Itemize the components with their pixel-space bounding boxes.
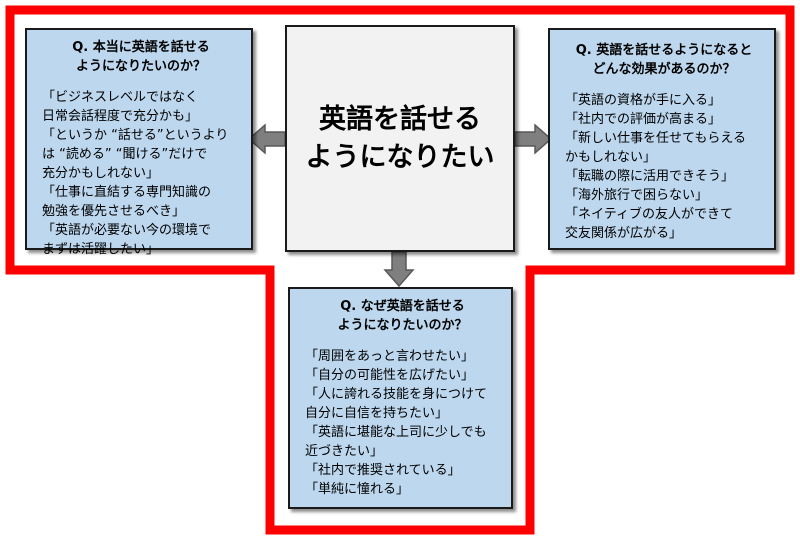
answer-line: 「新しい仕事を任せてもらえる xyxy=(565,131,746,146)
arrow-down-icon xyxy=(383,251,415,287)
answer-item: 「社内で推奨されている」 xyxy=(300,461,505,480)
answer-line: 「ビジネスレベルではなく xyxy=(42,90,199,105)
question-title-line: Q. 本当に英語を話せる xyxy=(72,40,210,55)
answer-line: 「単純に憧れる」 xyxy=(305,482,410,497)
answer-item: 「周囲をあっと言わせたい」 xyxy=(300,347,505,366)
question-title: Q. 英語を話せるようになると どんな効果があるのか？ xyxy=(560,41,768,79)
answer-line: 自分に自信を持ちたい」 xyxy=(305,406,449,421)
answer-item: 「単純に憧れる」 xyxy=(300,480,505,499)
answer-item: 「新しい仕事を任せてもらえる かもしれない」 xyxy=(560,129,768,167)
answer-line: 「英語が必要ない今の環境で xyxy=(42,223,212,238)
answer-item: 「英語に堪能な上司に少しでも 近づきたい」 xyxy=(300,423,505,461)
answer-line: 「自分の可能性を広げたい」 xyxy=(305,368,475,383)
question-title-line: Q. 英語を話せるようになると xyxy=(575,43,753,58)
answer-item: 「自分の可能性を広げたい」 xyxy=(300,366,505,385)
question-box-right: Q. 英語を話せるようになると どんな効果があるのか？ 「英語の資格が手に入る」… xyxy=(548,28,776,250)
answer-line: 「英語の資格が手に入る」 xyxy=(565,93,722,108)
center-goal-box: 英語を話せる ようになりたい xyxy=(285,25,515,252)
answer-item: 「転職の際に活用できそう」 xyxy=(560,167,768,186)
answer-item: 「仕事に直結する専門知識の 勉強を優先させるべき」 xyxy=(37,183,245,221)
answer-line: 充分かもしれない」 xyxy=(42,166,160,181)
answer-item: 「ビジネスレベルではなく 日常会話程度で充分かも」 xyxy=(37,88,245,126)
arrow-right-icon xyxy=(514,123,552,155)
answer-line: 交友関係が広がる」 xyxy=(565,226,683,241)
answer-item: 「社内での評価が高まる」 xyxy=(560,110,768,129)
answer-item: 「人に誇れる技能を身につけて 自分に自信を持ちたい」 xyxy=(300,385,505,423)
question-title: Q. 本当に英語を話せる ようになりたいのか？ xyxy=(37,38,245,76)
answer-line: 近づきたい」 xyxy=(305,444,384,459)
question-title: Q. なぜ英語を話せる ようになりたいのか？ xyxy=(300,297,505,335)
answer-line: 勉強を優先させるべき」 xyxy=(42,204,186,219)
center-goal-line-1: 英語を話せる xyxy=(319,103,481,135)
answer-item: 「海外旅行で困らない」 xyxy=(560,186,768,205)
answer-line: 「英語に堪能な上司に少しでも xyxy=(305,425,487,440)
answer-line: 「周囲をあっと言わせたい」 xyxy=(305,349,475,364)
question-title-line: ようになりたいのか？ xyxy=(337,318,468,333)
answer-item: 「英語の資格が手に入る」 xyxy=(560,91,768,110)
question-box-bottom: Q. なぜ英語を話せる ようになりたいのか？ 「周囲をあっと言わせたい」 「自分… xyxy=(288,287,513,509)
answer-line: かもしれない」 xyxy=(565,150,657,165)
question-title-line: ようになりたいのか？ xyxy=(75,59,206,74)
answer-line: 「社内で推奨されている」 xyxy=(305,463,461,478)
answer-line: 「ネイティブの友人ができて xyxy=(565,207,733,222)
answer-line: は “読める” “聞ける”だけで xyxy=(42,147,208,162)
answer-item: 「ネイティブの友人ができて 交友関係が広がる」 xyxy=(560,205,768,243)
answer-line: 「転職の際に活用できそう」 xyxy=(565,169,735,184)
answer-line: 「人に誇れる技能を身につけて xyxy=(305,387,488,402)
answer-list: 「ビジネスレベルではなく 日常会話程度で充分かも」 「というか “話せる”という… xyxy=(37,88,245,259)
question-title-line: どんな効果があるのか？ xyxy=(592,62,736,77)
answer-list: 「英語の資格が手に入る」 「社内での評価が高まる」 「新しい仕事を任せてもらえる… xyxy=(560,91,768,243)
answer-item: 「というか “話せる”というより は “読める” “聞ける”だけで 充分かもしれ… xyxy=(37,126,245,183)
answer-line: 日常会話程度で充分かも」 xyxy=(42,109,199,124)
arrow-left-icon xyxy=(248,123,286,155)
answer-line: まずは活躍したい」 xyxy=(42,242,160,257)
question-box-left: Q. 本当に英語を話せる ようになりたいのか？ 「ビジネスレベルではなく 日常会… xyxy=(25,28,253,257)
answer-line: 「社内での評価が高まる」 xyxy=(565,112,722,127)
question-title-line: Q. なぜ英語を話せる xyxy=(340,299,465,314)
answer-item: 「英語が必要ない今の環境で まずは活躍したい」 xyxy=(37,221,245,259)
answer-list: 「周囲をあっと言わせたい」 「自分の可能性を広げたい」 「人に誇れる技能を身につ… xyxy=(300,347,505,499)
answer-line: 「というか “話せる”というより xyxy=(42,128,229,143)
answer-line: 「海外旅行で困らない」 xyxy=(565,188,709,203)
center-goal-line-2: ようになりたい xyxy=(305,141,495,173)
answer-line: 「仕事に直結する専門知識の xyxy=(42,185,212,200)
